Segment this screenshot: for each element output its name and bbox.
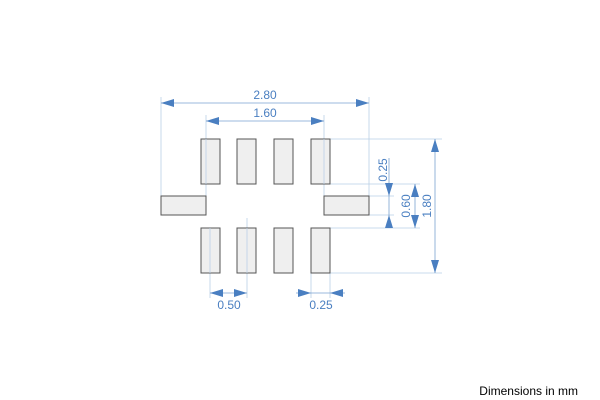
- pad-side-left: [160, 195, 207, 216]
- label-1-80: 1.80: [420, 194, 434, 218]
- pad-top-2: [236, 138, 257, 185]
- label-0-25-vertical: 0.25: [376, 158, 390, 182]
- pad-bottom-4: [310, 227, 331, 274]
- dimension-pitch: 0.50: [210, 289, 247, 312]
- dimension-pad-span: 1.60: [206, 106, 324, 125]
- label-0-50: 0.50: [217, 298, 241, 312]
- pad-bottom-3: [273, 227, 294, 274]
- label-1-60: 1.60: [253, 106, 277, 120]
- dimension-row-gap: 0.60: [399, 184, 419, 228]
- label-0-60: 0.60: [399, 194, 413, 218]
- dimension-pad-width: 0.25: [296, 289, 345, 312]
- units-note: Dimensions in mm: [479, 384, 578, 398]
- pad-side-right: [323, 195, 370, 216]
- dimension-side-pad-height: 0.25: [376, 158, 393, 228]
- dimension-overall-height: 1.80: [420, 139, 439, 273]
- pad-top-4: [310, 138, 331, 185]
- pad-bottom-2: [236, 227, 257, 274]
- pad-top-1: [200, 138, 221, 185]
- label-2-80: 2.80: [253, 88, 277, 102]
- pad-top-3: [273, 138, 294, 185]
- pads: [160, 138, 370, 274]
- dimension-overall-width: 2.80: [161, 88, 369, 107]
- pad-bottom-1: [200, 227, 221, 274]
- label-0-25-horizontal: 0.25: [309, 298, 333, 312]
